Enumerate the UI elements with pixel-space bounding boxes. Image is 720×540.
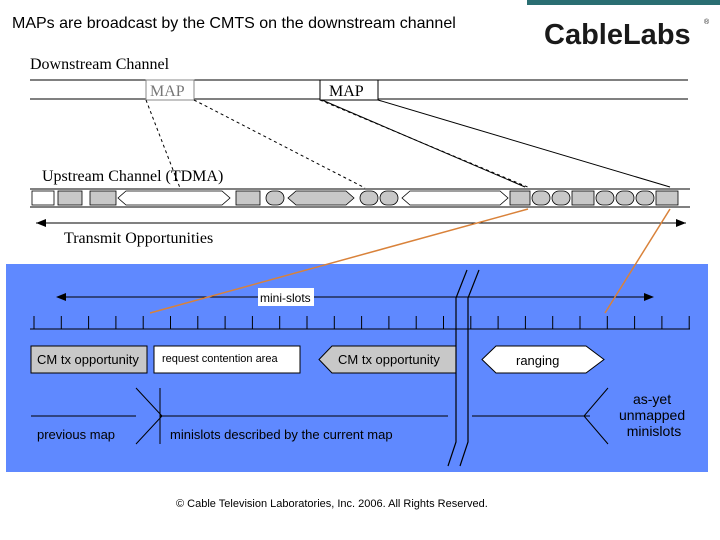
upstream-slot — [401, 190, 509, 206]
upstream-slot — [615, 190, 635, 206]
unmapped-label-line-2: unmapped — [619, 407, 685, 423]
upstream-slot — [235, 190, 261, 206]
header-accent-bar — [527, 0, 720, 5]
map1-dashed-line-left — [145, 99, 181, 189]
minislots-arrowhead-left — [56, 293, 66, 301]
request-contention-label: request contention area — [162, 353, 278, 365]
upstream-slot — [359, 190, 379, 206]
cm-tx-opportunity-2-box — [318, 345, 457, 374]
minislots-label-box — [258, 288, 314, 306]
map-mapping-lines — [145, 99, 671, 189]
upstream-slot — [509, 190, 531, 206]
copyright-text: © Cable Television Laboratories, Inc. 20… — [176, 498, 488, 510]
map2-solid-line-right — [377, 99, 671, 188]
ranging-label: ranging — [516, 353, 559, 368]
boundary-line-left — [447, 269, 468, 467]
upstream-slot — [31, 190, 55, 206]
upstream-slot — [379, 190, 399, 206]
page-title: MAPs are broadcast by the CMTS on the do… — [12, 15, 456, 32]
current-map-label: minislots described by the current map — [170, 427, 393, 442]
upstream-slot — [287, 190, 355, 206]
unmapped-label-line-3: minislots — [627, 423, 681, 439]
minislots-arrowhead-right — [644, 293, 654, 301]
downstream-label: Downstream Channel — [30, 56, 170, 73]
upstream-slot — [635, 190, 655, 206]
map-label-2: MAP — [329, 83, 364, 100]
cablelabs-logo: CableLabs ® — [544, 18, 710, 51]
upstream-slot — [571, 190, 595, 206]
logo-text: CableLabs — [544, 19, 691, 51]
minislots-label: mini-slots — [260, 291, 311, 305]
minislot-ticks — [33, 316, 690, 329]
unmapped-label-line-1: as-yet — [633, 391, 671, 407]
upstream-slot — [57, 190, 83, 206]
transmit-arrowhead-left — [36, 219, 46, 227]
map-label-1: MAP — [150, 83, 185, 100]
transmit-label: Transmit Opportunities — [64, 230, 213, 247]
map-box-1 — [145, 79, 195, 101]
upstream-slot — [117, 190, 231, 206]
cm-tx-opportunity-2-label: CM tx opportunity — [338, 352, 440, 367]
transmit-arrowhead-right — [676, 219, 686, 227]
map2-solid-line-left — [321, 99, 526, 188]
map1-dashed-line-right — [193, 99, 366, 189]
upstream-slot — [655, 190, 679, 206]
previous-map-label: previous map — [37, 427, 115, 442]
cm-tx-opportunity-1-label: CM tx opportunity — [37, 352, 139, 367]
request-contention-box — [153, 345, 301, 374]
upstream-slot — [531, 190, 551, 206]
logo-registered-mark: ® — [704, 18, 710, 26]
zoom-line-right — [604, 208, 671, 314]
zoom-line-left — [149, 208, 529, 314]
map-box-2 — [319, 79, 379, 101]
boundary-line-right — [459, 269, 480, 467]
upstream-label: Upstream Channel (TDMA) — [42, 168, 223, 185]
unmapped-bracket — [583, 387, 609, 445]
upstream-slot — [595, 190, 615, 206]
map-boundary-marker — [447, 269, 480, 467]
upstream-slot — [551, 190, 571, 206]
ranging-box — [481, 345, 605, 374]
upstream-slots — [31, 190, 679, 206]
cm-tx-opportunity-1-box — [30, 345, 148, 374]
unmapped-label: as-yet unmapped minislots — [619, 391, 689, 439]
upstream-slot — [265, 190, 285, 206]
upstream-slot — [89, 190, 117, 206]
